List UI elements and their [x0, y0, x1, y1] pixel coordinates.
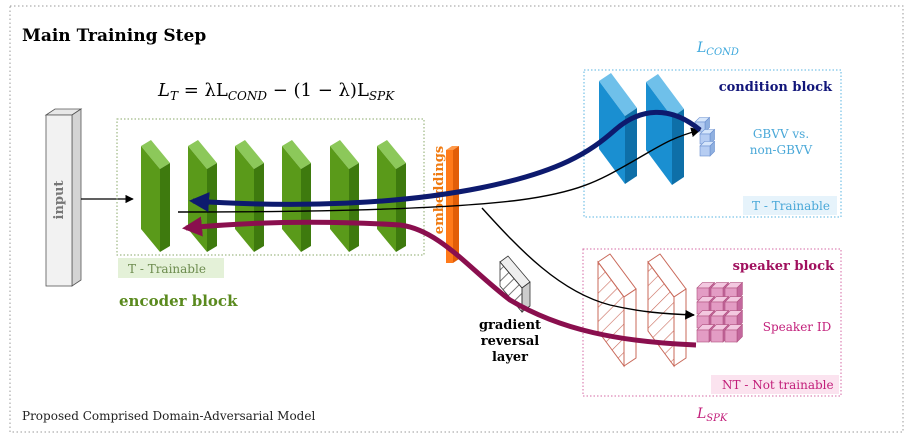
condition-loss-label: LCOND: [696, 40, 739, 58]
embeddings-label: embeddings: [432, 146, 447, 234]
speaker-block-label: speaker block: [733, 259, 835, 274]
gradient-reversal-line3: layer: [492, 350, 528, 365]
condition-trainable-tag: T - Trainable: [752, 199, 830, 213]
condition-block-label: condition block: [719, 80, 833, 95]
speaker-layers: [597, 253, 687, 368]
speaker-box: [582, 248, 842, 397]
encoder-trainable-tag: T - Trainable: [128, 262, 206, 276]
condition-output-line2: non-GBVV: [750, 143, 813, 157]
encoder-layer: [330, 140, 359, 252]
loss-equation: LT = λLCOND − (1 − λ)LSPK: [157, 80, 395, 103]
gradient-reversal-line1: gradient: [479, 318, 541, 333]
speaker-output-cubes: [696, 281, 744, 343]
speaker-output-label: Speaker ID: [763, 320, 831, 334]
condition-output-line1: GBVV vs.: [753, 127, 809, 141]
gradient-reversal-block: [499, 255, 531, 314]
output-cube: [699, 128, 716, 145]
speaker-trainable-tag: NT - Not trainable: [722, 378, 834, 392]
encoder-layer: [377, 140, 406, 252]
encoder-layer: [235, 140, 264, 252]
speaker-trainable-tag-bg: [711, 375, 839, 394]
condition-gradient-arrow: [189, 109, 702, 213]
output-cube: [724, 323, 744, 343]
diagram-title: Main Training Step: [22, 26, 206, 46]
encoder-box: [116, 118, 425, 256]
condition-trainable-tag-bg: [743, 196, 837, 215]
forward-arrow-condition: [177, 127, 701, 213]
condition-box: [583, 69, 842, 218]
encoder-layer: [282, 140, 311, 252]
encoder-layer: [188, 140, 217, 252]
encoder-label: encoder block: [119, 292, 238, 310]
speaker-gradient-arrow: [182, 216, 697, 348]
input-label: input: [52, 181, 67, 220]
condition-layers: [599, 73, 684, 185]
forward-arrow-speaker: [481, 207, 695, 320]
input-block: input: [44, 108, 83, 287]
condition-output-cubes: [694, 116, 716, 157]
output-cube: [699, 140, 716, 157]
encoder-layer: [141, 140, 170, 252]
figure-caption: Proposed Comprised Domain-Adversarial Mo…: [22, 409, 315, 423]
speaker-loss-label: LSPK: [696, 406, 728, 424]
encoder-layers: [141, 140, 406, 252]
outer-frame: [9, 5, 904, 433]
gradient-reversal-line2: reversal: [481, 334, 540, 349]
encoder-trainable-tag-bg: [118, 258, 224, 278]
